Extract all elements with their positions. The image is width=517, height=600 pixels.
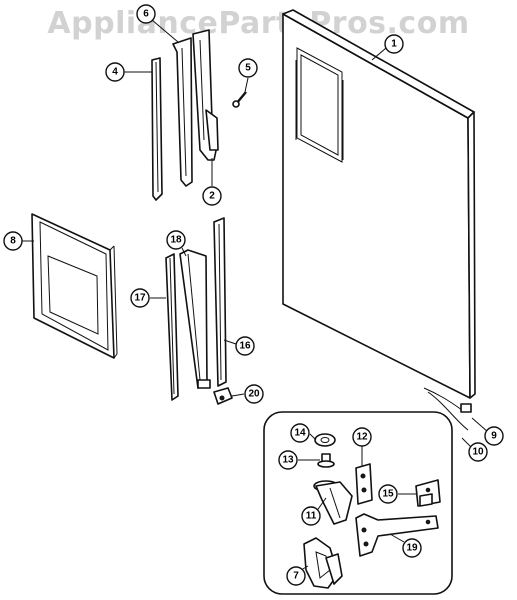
- svg-text:8: 8: [10, 236, 16, 247]
- callout-19: 19: [402, 538, 422, 558]
- part-12-bracket: [355, 463, 373, 505]
- svg-text:11: 11: [306, 511, 317, 522]
- part-17-strip: [165, 253, 179, 401]
- callout-16: 16: [235, 336, 255, 356]
- svg-text:5: 5: [245, 63, 251, 74]
- callout-20: 20: [244, 384, 264, 404]
- svg-text:16: 16: [239, 341, 251, 352]
- callout-17: 17: [130, 288, 150, 308]
- callout-8: 8: [3, 231, 23, 251]
- svg-text:17: 17: [134, 293, 146, 304]
- callout-10: 10: [468, 442, 488, 462]
- callout-6: 6: [136, 4, 156, 24]
- door-panel: [282, 9, 476, 431]
- callout-5: 5: [238, 58, 258, 78]
- part-4-strip: [151, 57, 163, 201]
- watermark: AppliancePartsPros.com: [47, 6, 470, 41]
- callout-9: 9: [484, 426, 504, 446]
- part-13-bushing: [317, 453, 335, 468]
- callout-13: 13: [278, 450, 298, 470]
- part-14-washer: [314, 433, 336, 447]
- part-16-strip: [213, 217, 227, 387]
- svg-text:6: 6: [143, 9, 149, 20]
- callout-18: 18: [166, 230, 186, 250]
- part-19-hinge-plate: [355, 513, 439, 557]
- callout-1: 1: [384, 34, 404, 54]
- svg-text:1: 1: [391, 39, 397, 50]
- svg-text:10: 10: [472, 447, 484, 458]
- part-7-hinge-cover: [303, 537, 343, 589]
- svg-text:13: 13: [282, 455, 294, 466]
- part-5-screw: [232, 91, 247, 108]
- svg-text:9: 9: [491, 431, 497, 442]
- callout-14: 14: [290, 423, 310, 443]
- callout-7: 7: [286, 566, 306, 586]
- part-6-brackets: [172, 29, 219, 187]
- svg-text:4: 4: [112, 67, 118, 78]
- svg-text:15: 15: [382, 489, 394, 500]
- svg-text:7: 7: [293, 571, 299, 582]
- callout-12: 12: [352, 427, 372, 447]
- part-15-bracket: [415, 479, 441, 507]
- callout-15: 15: [378, 484, 398, 504]
- svg-text:14: 14: [294, 428, 306, 439]
- svg-text:2: 2: [209, 191, 215, 202]
- part-11-hinge: [313, 480, 353, 525]
- inset-box: [263, 411, 453, 595]
- callout-2: 2: [202, 186, 222, 206]
- svg-text:18: 18: [170, 235, 182, 246]
- callout-11: 11: [301, 506, 321, 526]
- callout-4: 4: [105, 62, 125, 82]
- svg-text:20: 20: [248, 389, 260, 400]
- part-20-clip: [213, 387, 233, 405]
- svg-text:12: 12: [356, 432, 368, 443]
- part-8-frame-panel: [31, 213, 118, 359]
- part-18-strip: [179, 249, 211, 389]
- svg-text:19: 19: [406, 543, 418, 554]
